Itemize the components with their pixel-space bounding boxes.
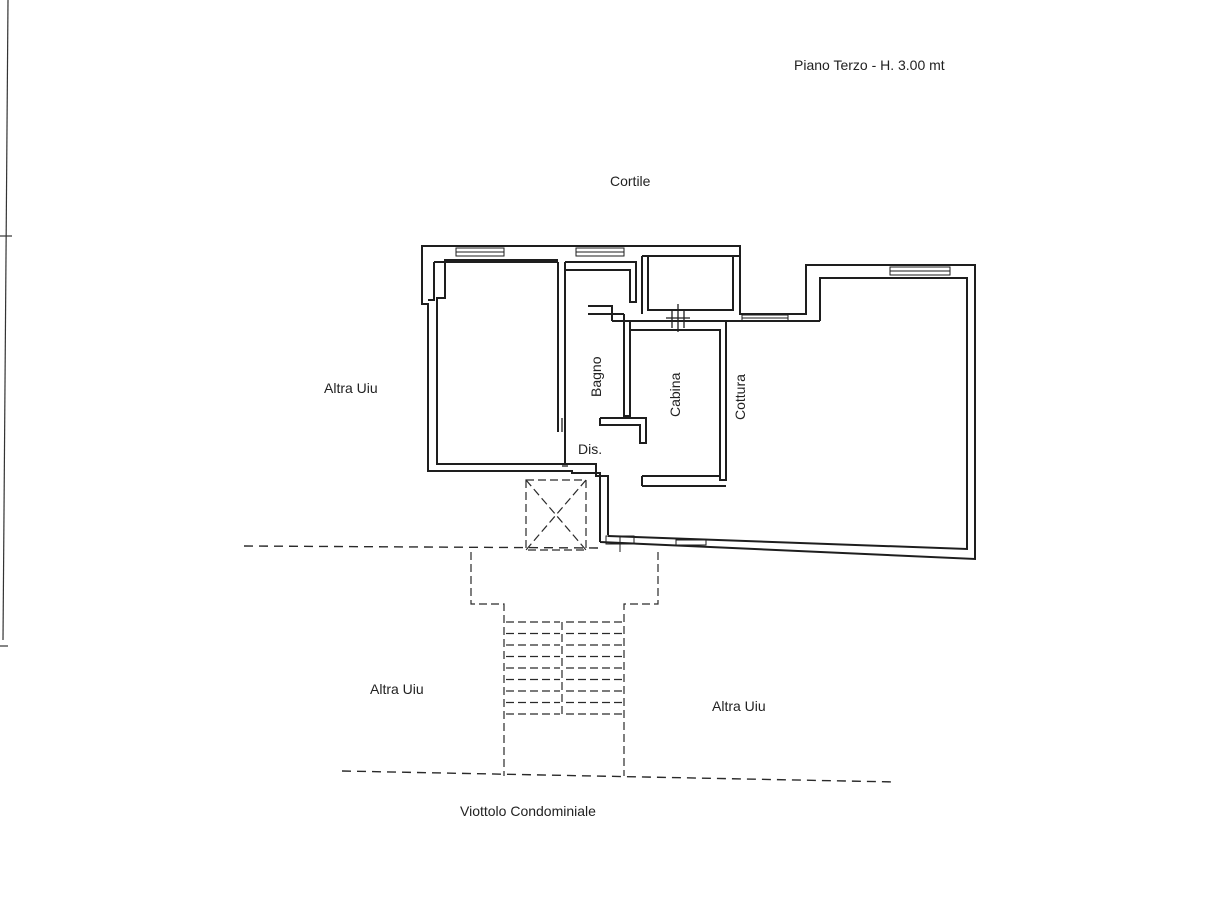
walls-interior	[557, 255, 740, 487]
windows	[455, 247, 951, 552]
label-other-unit-bottom-right: Altra Uiu	[712, 698, 766, 714]
page-title: Piano Terzo - H. 3.00 mt	[794, 57, 945, 73]
stairwell-void	[525, 479, 587, 551]
scan-edge-marks	[0, 0, 12, 647]
label-hallway: Dis.	[578, 441, 602, 457]
path-boundary	[341, 770, 897, 783]
label-kitchenette: Cottura	[732, 374, 748, 420]
label-other-unit-bottom-left: Altra Uiu	[370, 681, 424, 697]
stairs	[243, 545, 659, 776]
label-closet: Cabina	[667, 372, 683, 417]
label-bathroom: Bagno	[588, 356, 604, 397]
label-other-unit-left: Altra Uiu	[324, 380, 378, 396]
walls-outer	[421, 245, 976, 561]
label-path: Viottolo Condominiale	[460, 803, 596, 819]
label-courtyard: Cortile	[610, 173, 651, 189]
